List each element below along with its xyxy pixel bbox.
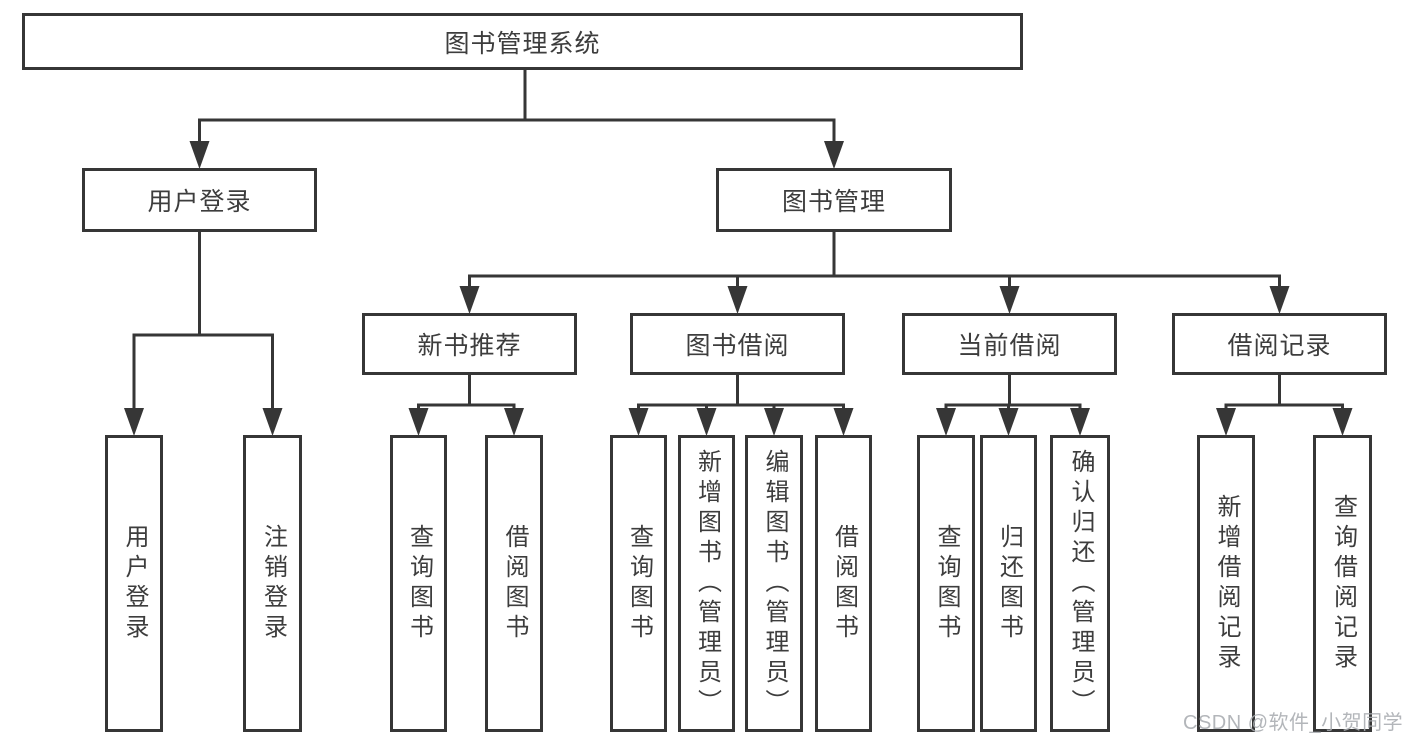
leaf-query-books-current: 查询图书 (917, 435, 975, 732)
arrowhead-book-borrow (727, 286, 748, 314)
leaf-user-login: 用户登录 (105, 435, 163, 732)
leaf-query-books-recommend: 查询图书 (390, 435, 447, 732)
arrowhead-user-login (189, 141, 210, 169)
node-book-management: 图书管理 (716, 168, 952, 232)
node-new-book-recommend: 新书推荐 (362, 313, 577, 375)
leaf-add-borrow-record: 新增借阅记录 (1197, 435, 1255, 732)
leaf-edit-book-admin: 编辑图书（管理员） (745, 435, 803, 732)
node-book-borrow: 图书借阅 (630, 313, 845, 375)
arrowhead-current-borrow (999, 286, 1020, 314)
leaf-borrow-books: 借阅图书 (815, 435, 872, 732)
node-current-borrow: 当前借阅 (902, 313, 1117, 375)
watermark-text: CSDN @软件_小贺同学 (1183, 712, 1404, 734)
arrowhead-book-management (824, 141, 844, 169)
leaf-borrow-books-recommend: 借阅图书 (485, 435, 543, 732)
node-user-login: 用户登录 (82, 168, 317, 232)
leaf-confirm-return-admin: 确认归还（管理员） (1050, 435, 1110, 732)
leaf-query-books-borrow: 查询图书 (610, 435, 667, 732)
arrowhead-new-book-recommend (459, 286, 480, 314)
arrowhead-borrow-records (1269, 286, 1290, 314)
node-root: 图书管理系统 (22, 13, 1023, 70)
node-borrow-records: 借阅记录 (1172, 313, 1387, 375)
leaf-add-book-admin: 新增图书（管理员） (678, 435, 735, 732)
leaf-query-borrow-record: 查询借阅记录 (1313, 435, 1372, 732)
leaf-logout: 注销登录 (243, 435, 302, 732)
leaf-return-books: 归还图书 (980, 435, 1037, 732)
